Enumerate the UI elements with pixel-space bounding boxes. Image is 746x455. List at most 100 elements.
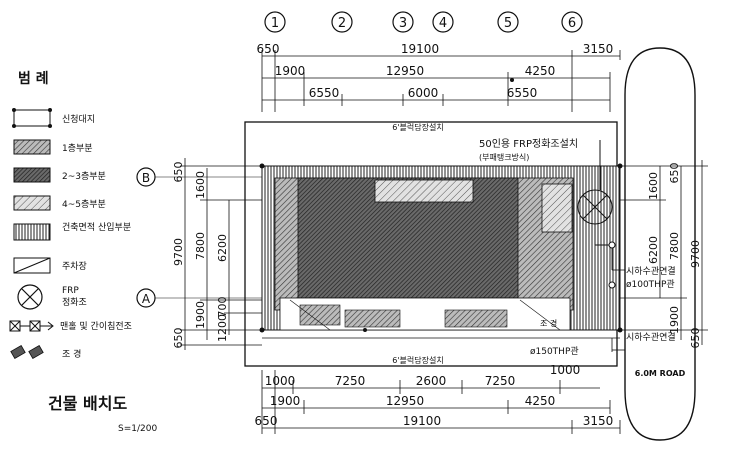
legend-item-floor-4-5: 4~5층부분 bbox=[13, 195, 106, 211]
grid-bubble-4: 4 bbox=[432, 11, 454, 33]
dim-bottom-4250: 4250 bbox=[525, 394, 556, 408]
column-grid-bubbles: 1 2 3 4 5 6 bbox=[264, 11, 583, 33]
dim-right-1900: 1900 bbox=[668, 306, 681, 334]
fence-labels: 6'블럭담장설치 6'블럭담장설치 bbox=[392, 122, 443, 365]
sewer-pipes bbox=[262, 248, 625, 352]
landscape-strip-left bbox=[299, 304, 341, 326]
dim-left-650a: 650 bbox=[172, 162, 185, 183]
right-dimension-lines bbox=[620, 160, 708, 345]
floor-4-5-area bbox=[374, 179, 474, 203]
landscape-mark: 조 경 bbox=[540, 318, 557, 328]
annotations: 50인용 FRP정화조설치 (부패탱크방식) 시하수관연결 ø100THP관 시… bbox=[479, 138, 676, 357]
dim-bottom-1900: 1900 bbox=[270, 394, 301, 408]
dim-bottom-19100: 19100 bbox=[403, 414, 441, 428]
dim-right-7800: 7800 bbox=[668, 232, 681, 260]
legend: 범 례 신청대지 1층부분 2~3층부분 4~5층부분 건축면적 산입부분 bbox=[9, 71, 132, 360]
dim-left-1200: 1200 bbox=[216, 314, 229, 342]
legend-label: 건축면적 산입부분 bbox=[62, 221, 131, 233]
left-dimension-lines bbox=[180, 158, 262, 350]
frp-septic-tank bbox=[577, 140, 616, 289]
dim-bottom-7250b: 7250 bbox=[485, 374, 516, 388]
grid-label: 6 bbox=[568, 16, 576, 31]
septic-title: 50인용 FRP정화조설치 bbox=[479, 138, 578, 150]
legend-item-floor-1: 1층부분 bbox=[13, 139, 93, 155]
legend-item-building-area: 건축면적 산입부분 bbox=[13, 221, 131, 241]
legend-label: 주차장 bbox=[62, 260, 87, 272]
legend-item-manhole: 맨홀 및 간이침전조 bbox=[9, 320, 132, 332]
dim-bottom-12950: 12950 bbox=[386, 394, 424, 408]
row-grid-bubbles: B A bbox=[136, 167, 262, 308]
dim-top-12950: 12950 bbox=[386, 64, 424, 78]
top-dimension-text: 650 19100 3150 1900 12950 4250 6550 6000… bbox=[257, 42, 614, 100]
right-dimension-text: 1600 6200 650 7800 1900 9700 650 bbox=[647, 163, 702, 349]
dim-top-4250: 4250 bbox=[525, 64, 556, 78]
dim-left-700: 700 bbox=[216, 297, 229, 318]
legend-label: 2~3층부분 bbox=[62, 171, 106, 182]
fence-label-bottom: 6'블럭담장설치 bbox=[392, 355, 443, 365]
dim-bottom-1000b: 1000 bbox=[550, 363, 581, 377]
dim-bottom-650: 650 bbox=[255, 414, 278, 428]
grid-bubble-3: 3 bbox=[392, 11, 414, 33]
road-label: 6.0M ROAD bbox=[635, 369, 686, 378]
road-outline bbox=[624, 47, 696, 441]
dim-left-650b: 650 bbox=[172, 328, 185, 349]
dim-top-1900: 1900 bbox=[275, 64, 306, 78]
dim-left-9700: 9700 bbox=[172, 238, 185, 266]
grid-bubble-6: 6 bbox=[561, 11, 583, 33]
legend-label: 맨홀 및 간이침전조 bbox=[60, 320, 132, 332]
bottom-dimension-text: 1000 7250 2600 7250 1000 1900 12950 4250… bbox=[255, 363, 614, 428]
grid-label: 3 bbox=[399, 16, 407, 31]
legend-label: 4~5층부분 bbox=[62, 199, 106, 210]
dim-top-6000: 6000 bbox=[408, 86, 439, 100]
grid-label: 2 bbox=[338, 16, 346, 31]
landscape-strip-right bbox=[444, 309, 508, 328]
dim-left-1600: 1600 bbox=[194, 171, 207, 199]
grid-bubble-1: 1 bbox=[264, 11, 286, 33]
legend-item-floor-2-3: 2~3층부분 bbox=[13, 167, 106, 183]
stair-zone bbox=[541, 183, 573, 233]
legend-item-landscape: 조 경 bbox=[10, 344, 81, 360]
building-footprint bbox=[261, 165, 621, 331]
drawing-title: 건물 배치도 bbox=[48, 394, 127, 413]
dim-left-1900: 1900 bbox=[194, 301, 207, 329]
top-dimension-lines bbox=[261, 50, 621, 112]
legend-label: 조 경 bbox=[62, 348, 81, 360]
sewer-size-1: ø100THP관 bbox=[626, 279, 675, 290]
drawing-scale: S=1/200 bbox=[118, 424, 157, 434]
dim-left-6200: 6200 bbox=[216, 234, 229, 262]
dim-top-6550b: 6550 bbox=[507, 86, 538, 100]
legend-item-parking: 주차장 bbox=[13, 257, 87, 274]
grid-bubble-5: 5 bbox=[497, 11, 519, 33]
dim-bottom-2600: 2600 bbox=[416, 374, 447, 388]
grid-label: 4 bbox=[439, 16, 447, 31]
dim-bottom-7250a: 7250 bbox=[335, 374, 366, 388]
legend-title: 범 례 bbox=[18, 71, 49, 87]
pipe-size-150: ø150THP관 bbox=[530, 346, 579, 357]
sewer-connection-1: 시하수관연결 bbox=[626, 266, 676, 277]
dim-left-7800: 7800 bbox=[194, 232, 207, 260]
sewer-connection-2: 시하수관연결 bbox=[626, 332, 676, 343]
grid-label: B bbox=[142, 171, 150, 185]
dim-top-3150: 3150 bbox=[583, 42, 614, 56]
dim-right-6200: 6200 bbox=[647, 236, 660, 264]
grid-label: A bbox=[142, 292, 151, 306]
dim-top-6550a: 6550 bbox=[309, 86, 340, 100]
dim-bottom-1000a: 1000 bbox=[265, 374, 296, 388]
dim-right-1600: 1600 bbox=[647, 172, 660, 200]
left-dimension-text: 650 9700 650 1600 7800 1900 6200 700 120… bbox=[172, 162, 229, 349]
dim-top-19100: 19100 bbox=[401, 42, 439, 56]
bottom-dimension-lines bbox=[261, 370, 621, 434]
grid-bubble-2: 2 bbox=[331, 11, 353, 33]
dim-right-650a: 650 bbox=[668, 163, 681, 184]
landscape-strip-mid bbox=[344, 309, 401, 328]
dim-bottom-3150: 3150 bbox=[583, 414, 614, 428]
dim-top-650: 650 bbox=[257, 42, 280, 56]
legend-label: 1층부분 bbox=[62, 143, 93, 154]
fence-label-top: 6'블럭담장설치 bbox=[392, 122, 443, 132]
grid-label: 1 bbox=[271, 16, 279, 31]
legend-item-site: 신청대지 bbox=[12, 108, 95, 128]
grid-bubble-b: B bbox=[136, 167, 156, 187]
